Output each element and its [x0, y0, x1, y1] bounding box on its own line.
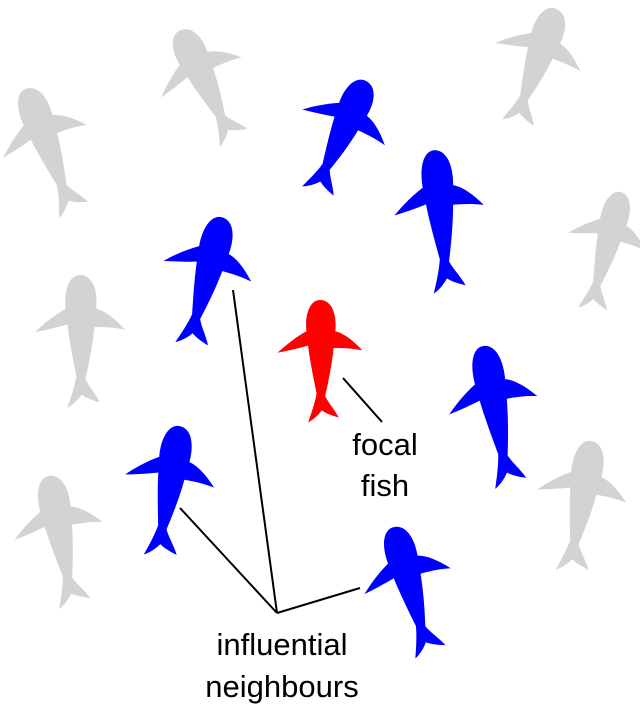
background-fish — [4, 468, 116, 614]
neighbours-label-line1: influential — [217, 627, 348, 662]
neighbour-fish — [389, 146, 491, 296]
background-fish — [550, 182, 640, 321]
background-fish — [139, 12, 272, 161]
neighbour-fish — [112, 418, 224, 564]
focal-fish — [278, 300, 363, 422]
neighbour-pointer-line — [180, 508, 277, 613]
focal-label-line2: fish — [361, 468, 409, 503]
background-fish — [35, 275, 125, 408]
neighbour-pointer-line — [233, 290, 277, 613]
neighbour-fish-group — [112, 62, 552, 667]
focal-label-line1: focal — [352, 427, 417, 462]
background-fish — [524, 433, 636, 579]
neighbour-fish — [350, 516, 471, 667]
neighbour-fish — [273, 62, 406, 211]
background-fish — [471, 0, 597, 139]
background-fish — [0, 74, 113, 229]
neighbour-fish — [144, 206, 265, 357]
neighbour-pointer-line — [277, 588, 360, 613]
focal-pointer-line — [343, 378, 382, 422]
neighbour-fish — [439, 338, 552, 494]
neighbours-label-line2: neighbours — [205, 669, 358, 704]
